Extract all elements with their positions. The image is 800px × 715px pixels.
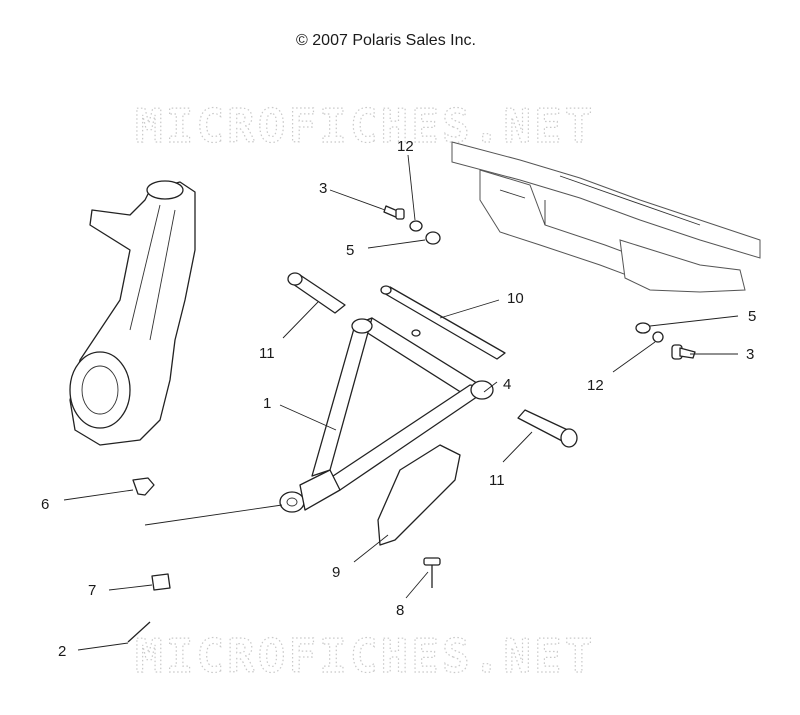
washer-top-large — [425, 231, 441, 245]
callout-11-right: 11 — [489, 472, 505, 489]
callout-5-right: 5 — [748, 308, 756, 325]
callout-2: 2 — [58, 643, 66, 660]
watermark-bottom: MICROFICHES.NET — [135, 629, 595, 683]
callout-1: 1 — [263, 395, 271, 412]
steering-knuckle — [69, 180, 196, 446]
bolt-right — [671, 344, 696, 360]
cotter-pin — [127, 621, 151, 643]
callout-11-left: 11 — [259, 345, 275, 362]
a-arm — [279, 317, 494, 513]
washer-top-small — [409, 220, 423, 232]
watermark-top: MICROFICHES.NET — [135, 99, 595, 153]
callout-3-right: 3 — [746, 346, 754, 363]
callout-10: 10 — [507, 290, 524, 307]
copyright-text: © 2007 Polaris Sales Inc. — [296, 32, 476, 49]
washer-right-small — [652, 331, 664, 343]
callout-5-top: 5 — [346, 242, 354, 259]
castle-nut — [151, 573, 171, 591]
callout-9: 9 — [332, 564, 340, 581]
boot-cap — [132, 477, 155, 496]
bolt-top — [383, 205, 405, 220]
callout-6: 6 — [41, 496, 49, 513]
bushing-right — [517, 409, 578, 448]
leader-lines — [63, 154, 739, 651]
callout-4: 4 — [503, 376, 511, 393]
callout-8: 8 — [396, 602, 404, 619]
pivot-tube — [380, 285, 506, 360]
washer-right-large — [635, 322, 651, 334]
callout-12-right: 12 — [587, 377, 604, 394]
chassis-frame — [451, 141, 761, 293]
guard-bolt — [423, 557, 441, 588]
callout-3-top: 3 — [319, 180, 327, 197]
callout-7: 7 — [88, 582, 96, 599]
callout-12-top: 12 — [397, 138, 414, 155]
bushing-left — [287, 272, 346, 314]
skid-guard — [377, 444, 461, 546]
